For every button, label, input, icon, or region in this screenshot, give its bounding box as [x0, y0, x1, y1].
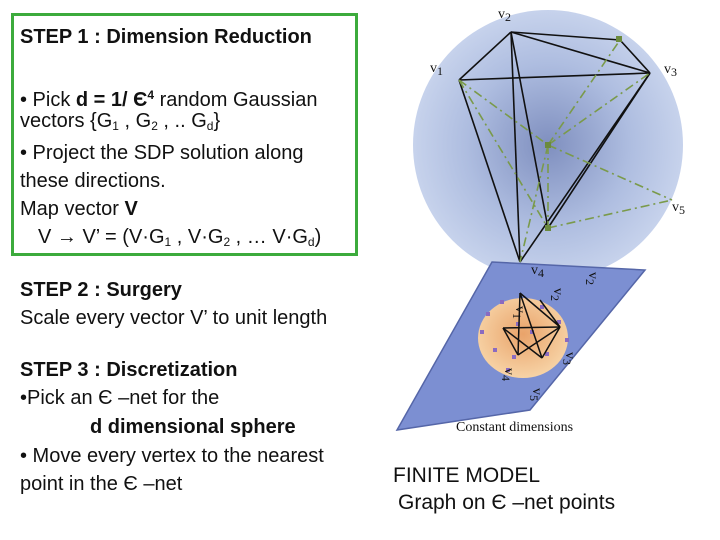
vertex-index: 3	[671, 65, 677, 79]
sphere-edges	[458, 31, 651, 263]
vertex-index: 1	[437, 64, 443, 78]
small-sphere	[478, 298, 568, 378]
step3-title: STEP 3 : Discretization	[20, 359, 238, 381]
step1-line2: vectors {G1 , G2 , .. Gd}	[20, 108, 220, 139]
vertex-letter: v	[531, 263, 538, 278]
plane-label-v2-inner: v2	[547, 288, 565, 301]
sphere-label-v2: v2	[498, 7, 511, 25]
step2-line1: Scale every vector V’ to unit length	[20, 307, 328, 329]
step1-line6-d: )	[314, 226, 322, 248]
step1-line6-a: V → V’ = (V·G	[38, 226, 165, 248]
constant-dimensions-caption: Constant dimensions	[456, 420, 574, 435]
step1-line1-sup: 4	[147, 88, 155, 102]
step1-line5-bold: V	[124, 198, 138, 220]
vertex-index: 2	[583, 279, 597, 285]
sphere-dashed-edges	[458, 39, 673, 263]
plane-label-v3: v3	[559, 352, 577, 365]
step1-line1-post: random Gaussian	[154, 89, 318, 111]
step1-line1: • Pick d = 1/ Є4 random Gaussian	[20, 82, 318, 113]
vertex-letter: v	[664, 62, 671, 77]
vertex-index: 1	[510, 313, 524, 319]
plane-label-v1: v1	[509, 306, 527, 319]
sphere-label-v5: v5	[672, 200, 685, 218]
plane-label-v4: v4	[498, 368, 516, 381]
vertex-index: 3	[560, 359, 574, 365]
vertex-letter: v	[550, 288, 565, 295]
step1-line6-b: , V·G	[171, 226, 224, 248]
step1-line5-pre: Map vector	[20, 198, 125, 220]
plane-label-v2-outer: v2	[582, 272, 600, 285]
step1-line6-c: , … V·G	[230, 226, 308, 248]
step1-line4: these directions.	[20, 170, 166, 192]
step1-line1-bold: d = 1/ Є	[75, 89, 148, 111]
step1-line1-pre: • Pick	[20, 89, 76, 111]
vertex-letter: v	[512, 306, 527, 313]
vertex-index: 5	[527, 395, 541, 401]
vertex-letter: v	[562, 352, 577, 359]
step3-line2: d dimensional sphere	[90, 416, 296, 438]
step1-line2-post: }	[213, 110, 221, 132]
step1-line6-s3: d	[307, 235, 315, 249]
vertex-letter: v	[585, 272, 600, 279]
vertex-index: 5	[679, 203, 685, 217]
vertex-letter: v	[498, 7, 505, 22]
small-graph-edges	[502, 292, 561, 359]
step1-line6-s1: 1	[164, 235, 172, 249]
step3-line1: •Pick an Є –net for the	[20, 387, 220, 409]
step1-line2-sub2: 2	[151, 119, 158, 133]
vertex-index: 2	[548, 295, 562, 301]
step1-line6: V → V’ = (V·G1 , V·G2 , … V·Gd)	[38, 224, 321, 255]
net-points	[480, 300, 569, 372]
step1-line2-mid1: , G	[118, 110, 152, 132]
vertex-index: 4	[499, 375, 513, 381]
sphere-label-v4: v4	[531, 263, 544, 281]
plane-label-v5: v5	[526, 388, 544, 401]
step2-title: STEP 2 : Surgery	[20, 279, 182, 301]
finite-model-title: FINITE MODEL	[393, 464, 541, 487]
step1-line6-s2: 2	[223, 235, 231, 249]
step3-line4: point in the Є –net	[20, 473, 183, 495]
step1-line2-pre: vectors {G	[20, 110, 113, 132]
vertex-letter: v	[430, 61, 437, 76]
step1-title: STEP 1 : Dimension Reduction	[20, 26, 312, 48]
sphere-label-v3: v3	[664, 62, 677, 80]
step1-line2-sub3: d	[206, 119, 214, 133]
vertex-index: 2	[505, 10, 511, 24]
step3-line3: • Move every vertex to the nearest	[20, 445, 324, 467]
vertex-letter: v	[501, 368, 516, 375]
step1-line3: • Project the SDP solution along	[20, 142, 304, 164]
sphere-label-v1: v1	[430, 61, 443, 79]
vertex-letter: v	[672, 200, 679, 215]
step1-line5: Map vector V	[20, 196, 138, 222]
step1-box	[11, 13, 358, 256]
finite-model-subtitle: Graph on Є –net points	[398, 491, 616, 514]
vertex-index: 4	[538, 266, 544, 280]
sphere-vertices	[545, 36, 622, 231]
step1-line2-sub1: 1	[112, 119, 119, 133]
vertex-letter: v	[529, 388, 544, 395]
step1-line2-mid2: , .. G	[157, 110, 207, 132]
